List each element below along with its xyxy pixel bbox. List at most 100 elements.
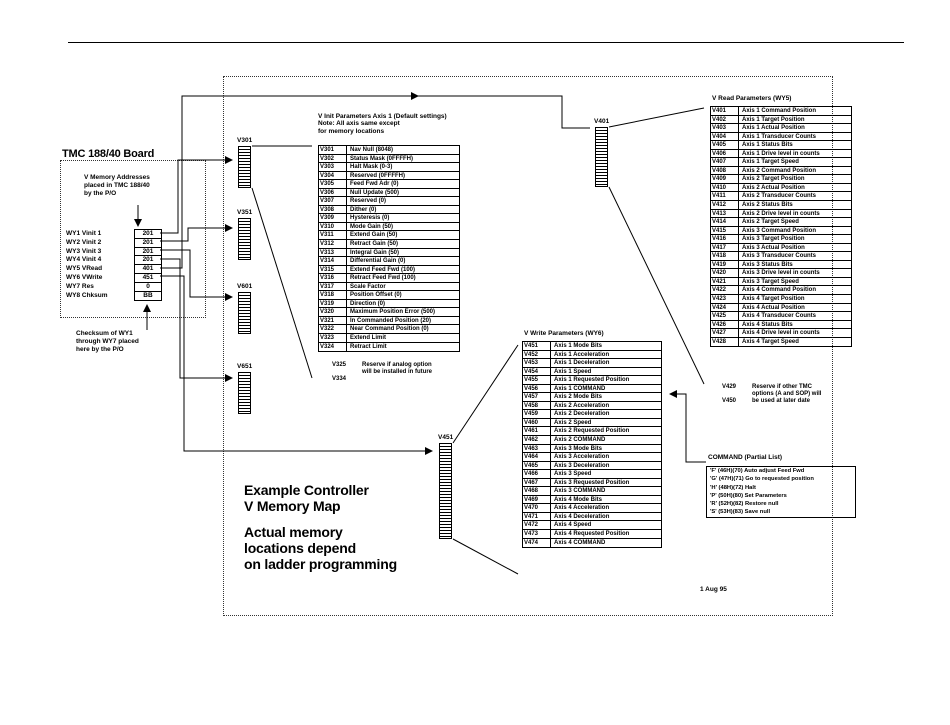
address-cell: V457 — [523, 393, 551, 401]
address-cell: V452 — [523, 350, 551, 359]
register-label: WY4 Vinit 4 — [66, 256, 102, 264]
description-cell: Axis 1 Mode Bits — [554, 343, 603, 349]
register-value: BB — [143, 291, 153, 299]
description-cell: Axis 3 Target Position — [742, 236, 805, 243]
description-cell: Axis 1 Deceleration — [554, 360, 610, 367]
address-cell: V421 — [711, 277, 739, 286]
description-cell: Axis 2 Transducer Counts — [742, 193, 817, 200]
description-cell: Hysteresis (0) — [350, 215, 390, 222]
memory-label: V601 — [237, 283, 253, 290]
register-value: 201 — [135, 256, 161, 266]
description-cell: Integral Gain (50) — [350, 249, 400, 256]
address-cell: V427 — [711, 329, 739, 337]
description-cell: Axis 1 Status Bits — [742, 142, 793, 149]
address-cell: V465 — [523, 461, 551, 470]
memory-block-v601 — [238, 292, 251, 334]
address-cell: V417 — [711, 243, 739, 252]
init-title: V Init Parameters Axis 1 (Default settin… — [318, 113, 447, 135]
address-cell: V317 — [319, 282, 347, 291]
description-cell: In Commanded Position (20) — [350, 317, 432, 324]
description-cell: Axis 4 COMMAND — [554, 539, 606, 546]
description-cell: Axis 3 Speed — [554, 471, 592, 478]
address-cell: V410 — [711, 183, 739, 192]
register-label: WY6 VWrite — [66, 273, 103, 281]
description-cell: Axis 2 Target Position — [742, 176, 805, 183]
address-cell: V320 — [319, 308, 347, 316]
description-cell: Axis 2 Requested Position — [554, 428, 630, 435]
description-cell: Axis 2 Mode Bits — [554, 394, 603, 401]
description-cell: Axis 1 Requested Position — [554, 377, 630, 384]
date-label: 1 Aug 95 — [700, 586, 727, 593]
read-title: V Read Parameters (WY5) — [712, 95, 792, 102]
description-cell: Axis 1 Speed — [554, 368, 592, 375]
description-cell: Extend Gain (50) — [350, 232, 398, 239]
description-cell: Axis 3 Drive level in counts — [742, 270, 820, 277]
register-value: 451 — [135, 274, 161, 283]
description-cell: Axis 2 Target Speed — [742, 219, 799, 226]
address-cell: V473 — [523, 530, 551, 538]
description-cell: Axis 4 Target Speed — [742, 338, 799, 345]
write-title: V Write Parameters (WY6) — [524, 330, 604, 337]
address-cell: V424 — [711, 303, 739, 312]
address-cell: V412 — [711, 201, 739, 209]
register-label: WY8 Chksum — [66, 291, 108, 299]
memory-block-v351 — [238, 218, 251, 260]
register-label: WY2 Vinit 2 — [66, 238, 102, 246]
description-cell: Axis 3 COMMAND — [554, 488, 606, 495]
description-cell: Axis 4 Actual Position — [742, 304, 805, 311]
description-cell: Axis 3 Acceleration — [554, 454, 610, 461]
address-cell: V311 — [319, 231, 347, 240]
description-cell: Axis 4 Deceleration — [554, 513, 610, 520]
memory-label: V401 — [594, 118, 610, 125]
description-cell: Axis 2 Speed — [554, 419, 592, 426]
register-value: 201 — [135, 230, 161, 239]
command-item: 'P' (50H)(80) Set Parameters — [710, 492, 787, 499]
description-cell: Axis 1 Target Position — [742, 116, 805, 123]
description-cell: Axis 3 Deceleration — [554, 462, 610, 469]
address-cell: V413 — [711, 209, 739, 218]
memory-block-v401 — [595, 127, 608, 187]
address-cell: V307 — [319, 197, 347, 205]
address-cell: V468 — [523, 487, 551, 495]
description-cell: Status Mask (0FFFFH) — [350, 155, 414, 162]
description-cell: Axis 2 COMMAND — [554, 437, 606, 444]
description-cell: Axis 4 Acceleration — [554, 505, 610, 512]
address-cell: V401 — [711, 107, 739, 115]
memory-label: V301 — [237, 137, 253, 144]
memory-block-v651 — [238, 372, 251, 414]
description-cell: Extend Limit — [350, 335, 387, 342]
register-value: 201 — [135, 248, 161, 257]
address-cell: V466 — [523, 470, 551, 478]
address-cell: V408 — [711, 166, 739, 175]
